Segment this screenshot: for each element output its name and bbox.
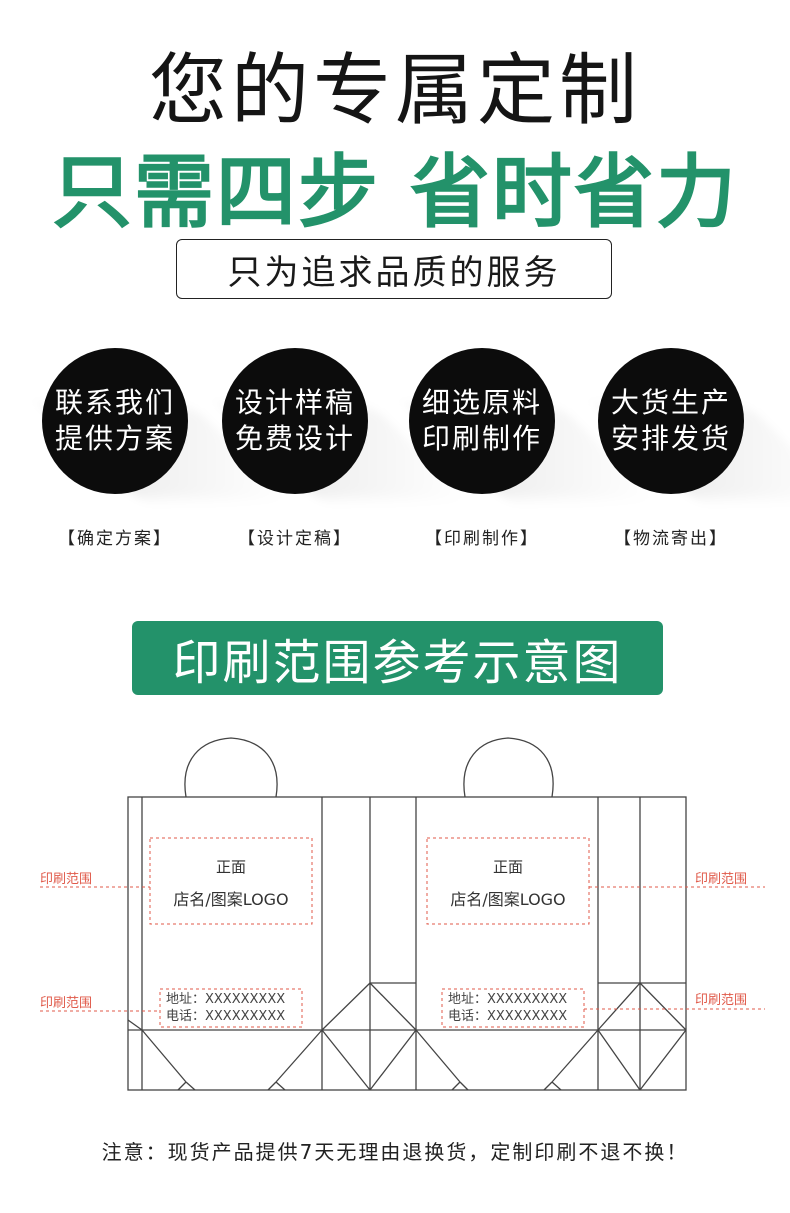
footer-note: 注意：现货产品提供7天无理由退换货，定制印刷不退不换！ bbox=[101, 1140, 689, 1164]
section-banner-text: 印刷范围参考示意图 bbox=[172, 635, 623, 691]
handle-right bbox=[463, 737, 554, 798]
print-range-label-right-bottom: 印刷范围 bbox=[695, 993, 748, 1008]
bag-outline bbox=[40, 737, 765, 1091]
print-area-front-left bbox=[149, 837, 313, 925]
tagline-box: 只为追求品质的服务 bbox=[176, 239, 612, 299]
print-range-label-right-top: 印刷范围 bbox=[695, 872, 748, 887]
handle-left bbox=[184, 737, 278, 798]
print-range-label-left-top: 印刷范围 bbox=[40, 872, 93, 887]
step-line1: 联系我们 bbox=[54, 386, 175, 419]
front-label-left: 正面 bbox=[215, 858, 246, 876]
logo-label-left: 店名/图案LOGO bbox=[173, 890, 289, 909]
page-title: 您的专属定制 bbox=[148, 46, 641, 136]
step-line2: 免费设计 bbox=[234, 422, 355, 455]
print-area-front-right bbox=[426, 837, 590, 925]
bag-body bbox=[127, 796, 687, 1091]
step-caption: 【设计定稿】 bbox=[238, 529, 352, 549]
step-circle: 大货生产 安排发货 bbox=[598, 348, 744, 494]
step-circle: 设计样稿 免费设计 bbox=[222, 348, 368, 494]
slogan: 只需四步 省时省力 bbox=[52, 146, 738, 239]
step-2: 设计样稿 免费设计 【设计定稿】 bbox=[200, 348, 465, 558]
step-line1: 细选原料 bbox=[421, 386, 542, 419]
info-block-left: 地址：XXXXXXXXX 电话：XXXXXXXXX bbox=[166, 991, 285, 1025]
print-range-label-left-bottom: 印刷范围 bbox=[40, 996, 93, 1011]
step-3: 细选原料 印刷制作 【印刷制作】 bbox=[387, 348, 652, 558]
section-banner: 印刷范围参考示意图 bbox=[132, 621, 663, 695]
phone-text: 电话：XXXXXXXXX bbox=[166, 1009, 286, 1024]
step-caption: 【确定方案】 bbox=[58, 529, 172, 549]
bag-diagram: 印刷范围 印刷范围 印刷范围 印刷范围 正面 店名/图案LOGO 正面 店名/图… bbox=[0, 730, 790, 1100]
address-text: 地址：XXXXXXXXX bbox=[166, 992, 286, 1007]
step-circle: 联系我们 提供方案 bbox=[42, 348, 188, 494]
front-label-right: 正面 bbox=[492, 858, 523, 876]
tagline-text: 只为追求品质的服务 bbox=[227, 252, 561, 293]
step-line2: 印刷制作 bbox=[421, 422, 542, 455]
step-line1: 设计样稿 bbox=[234, 386, 355, 419]
logo-label-right: 店名/图案LOGO bbox=[450, 890, 566, 909]
step-line2: 安排发货 bbox=[610, 422, 731, 455]
step-4: 大货生产 安排发货 【物流寄出】 bbox=[576, 348, 790, 558]
step-1: 联系我们 提供方案 【确定方案】 bbox=[20, 348, 285, 558]
step-line1: 大货生产 bbox=[610, 386, 731, 419]
phone-text: 电话：XXXXXXXXX bbox=[448, 1009, 568, 1024]
step-caption: 【印刷制作】 bbox=[425, 529, 539, 549]
step-line2: 提供方案 bbox=[54, 422, 175, 455]
step-circle: 细选原料 印刷制作 bbox=[409, 348, 555, 494]
step-caption: 【物流寄出】 bbox=[614, 529, 728, 549]
info-block-right: 地址：XXXXXXXXX 电话：XXXXXXXXX bbox=[448, 991, 567, 1025]
address-text: 地址：XXXXXXXXX bbox=[448, 992, 568, 1007]
